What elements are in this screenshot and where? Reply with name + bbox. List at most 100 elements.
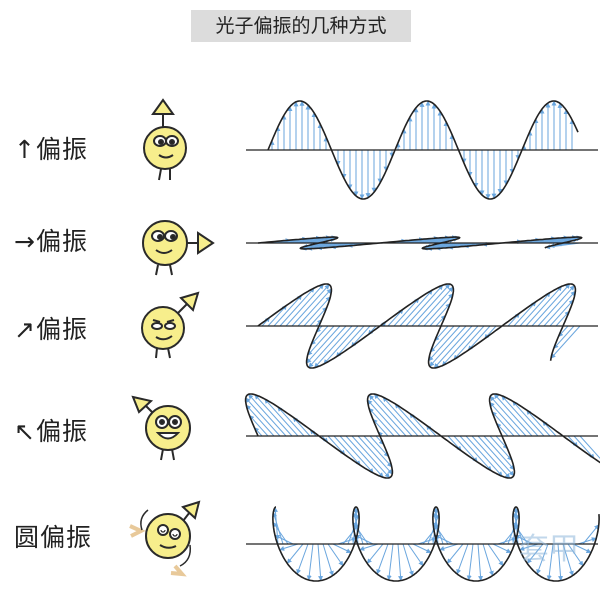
circular-vector: [342, 524, 360, 545]
diag-left-vector: [526, 409, 551, 437]
diag-left-vector: [248, 393, 287, 437]
circular-vector: [412, 543, 432, 554]
wave-diag-left: [244, 393, 600, 479]
circular-vector: [274, 534, 294, 545]
diag-left-vector: [351, 435, 390, 479]
diag-left-vector: [372, 418, 389, 437]
diag-right-vector: [306, 325, 341, 364]
diag-right-vector: [513, 301, 537, 327]
diag-right-vector: [393, 297, 420, 327]
diag-right-vector: [335, 325, 365, 358]
diag-right-vector: [323, 325, 359, 365]
wave-diag-right: [257, 283, 577, 369]
diag-left-vector: [501, 395, 539, 437]
diag-left-vector: [254, 394, 293, 437]
circular-vector: [514, 534, 534, 545]
diag-left-vector: [277, 406, 305, 437]
diag-right-vector: [417, 286, 454, 327]
diag-left-vector: [471, 435, 511, 479]
circular-vector: [567, 543, 584, 567]
label-diagonal-right-polarization: ↗偏振: [14, 315, 88, 344]
wave-vertical: [267, 100, 579, 200]
diag-right-vector: [519, 292, 551, 327]
diag-left-vector: [333, 435, 361, 466]
circular-vector: [366, 543, 384, 564]
diag-left-vector: [264, 398, 299, 437]
diag-left-vector: [409, 413, 431, 437]
diag-right-vector: [537, 285, 575, 327]
diag-left-vector: [491, 411, 515, 437]
diag-right-vector: [525, 285, 563, 327]
diag-left-vector: [493, 393, 533, 437]
circular-vector: [386, 543, 394, 581]
circular-vector: [519, 543, 539, 551]
diag-left-vector: [489, 395, 527, 437]
circular-vector: [487, 543, 504, 567]
circular-vector: [536, 543, 549, 575]
watermark: 套甲: [519, 532, 579, 567]
diag-left-vector: [489, 435, 513, 461]
circular-vector: [317, 543, 324, 582]
circular-vector: [279, 543, 299, 551]
diag-right-vector: [429, 325, 467, 367]
label-diagonal-left-polarization: ↖偏振: [14, 417, 88, 446]
diag-left-vector: [345, 435, 384, 478]
diag-right-vector: [399, 289, 433, 327]
wave-horizontal: [257, 236, 583, 250]
horizontal-vector: [545, 242, 581, 250]
diag-left-vector: [373, 393, 413, 437]
circular-vector: [272, 511, 284, 545]
diag-left-vector: [579, 435, 600, 459]
circular-vector: [359, 543, 379, 551]
diag-left-vector: [573, 435, 595, 459]
diag-left-vector: [327, 435, 346, 456]
diag-right-vector: [351, 325, 371, 348]
diag-left-vector: [245, 404, 275, 437]
circular-vector: [582, 524, 600, 545]
circular-vector: [557, 543, 564, 582]
diag-left-vector: [368, 407, 395, 437]
diag-right-vector: [433, 325, 473, 369]
diag-right-vector: [423, 293, 454, 327]
photon-up-icon: [143, 98, 187, 181]
circular-vector: [376, 543, 389, 575]
diag-right-vector: [467, 325, 491, 351]
circular-vector: [402, 543, 414, 577]
circular-vector: [577, 537, 597, 545]
circular-vector: [562, 543, 574, 577]
diag-right-vector: [549, 299, 574, 327]
diag-left-vector: [496, 422, 509, 437]
circular-vector: [296, 543, 309, 575]
circular-vector: [407, 543, 424, 567]
circular-vector: [422, 524, 440, 545]
diag-right-vector: [429, 303, 451, 327]
diag-right-vector: [405, 284, 444, 327]
diag-left-vector: [459, 435, 492, 472]
circular-vector: [477, 543, 484, 582]
diag-right-vector: [279, 287, 315, 327]
diagram-title: 光子偏振的几种方式: [191, 10, 411, 42]
diag-left-vector: [367, 399, 401, 437]
diag-right-vector: [531, 283, 571, 327]
label-vertical-polarization: ↑偏振: [14, 135, 88, 164]
diag-right-vector: [441, 325, 479, 367]
diag-left-vector: [453, 435, 478, 463]
circular-vector: [354, 534, 374, 545]
diag-right-vector: [430, 325, 455, 353]
diag-right-vector: [273, 294, 303, 327]
photon-diag-right-icon: [141, 291, 200, 359]
diag-right-vector: [411, 283, 451, 327]
diag-right-vector: [308, 325, 347, 368]
diag-left-vector: [394, 403, 425, 437]
diag-left-vector: [292, 416, 311, 437]
circular-vector: [526, 543, 544, 564]
photon-right-icon: [142, 220, 215, 276]
diag-left-vector: [368, 394, 407, 437]
diag-right-vector: [285, 283, 324, 327]
circular-vector: [397, 543, 404, 582]
diag-right-vector: [555, 310, 570, 327]
diag-right-vector: [453, 325, 485, 360]
diag-left-vector: [249, 414, 269, 437]
diag-right-vector: [303, 296, 331, 327]
circular-vector: [306, 543, 314, 581]
